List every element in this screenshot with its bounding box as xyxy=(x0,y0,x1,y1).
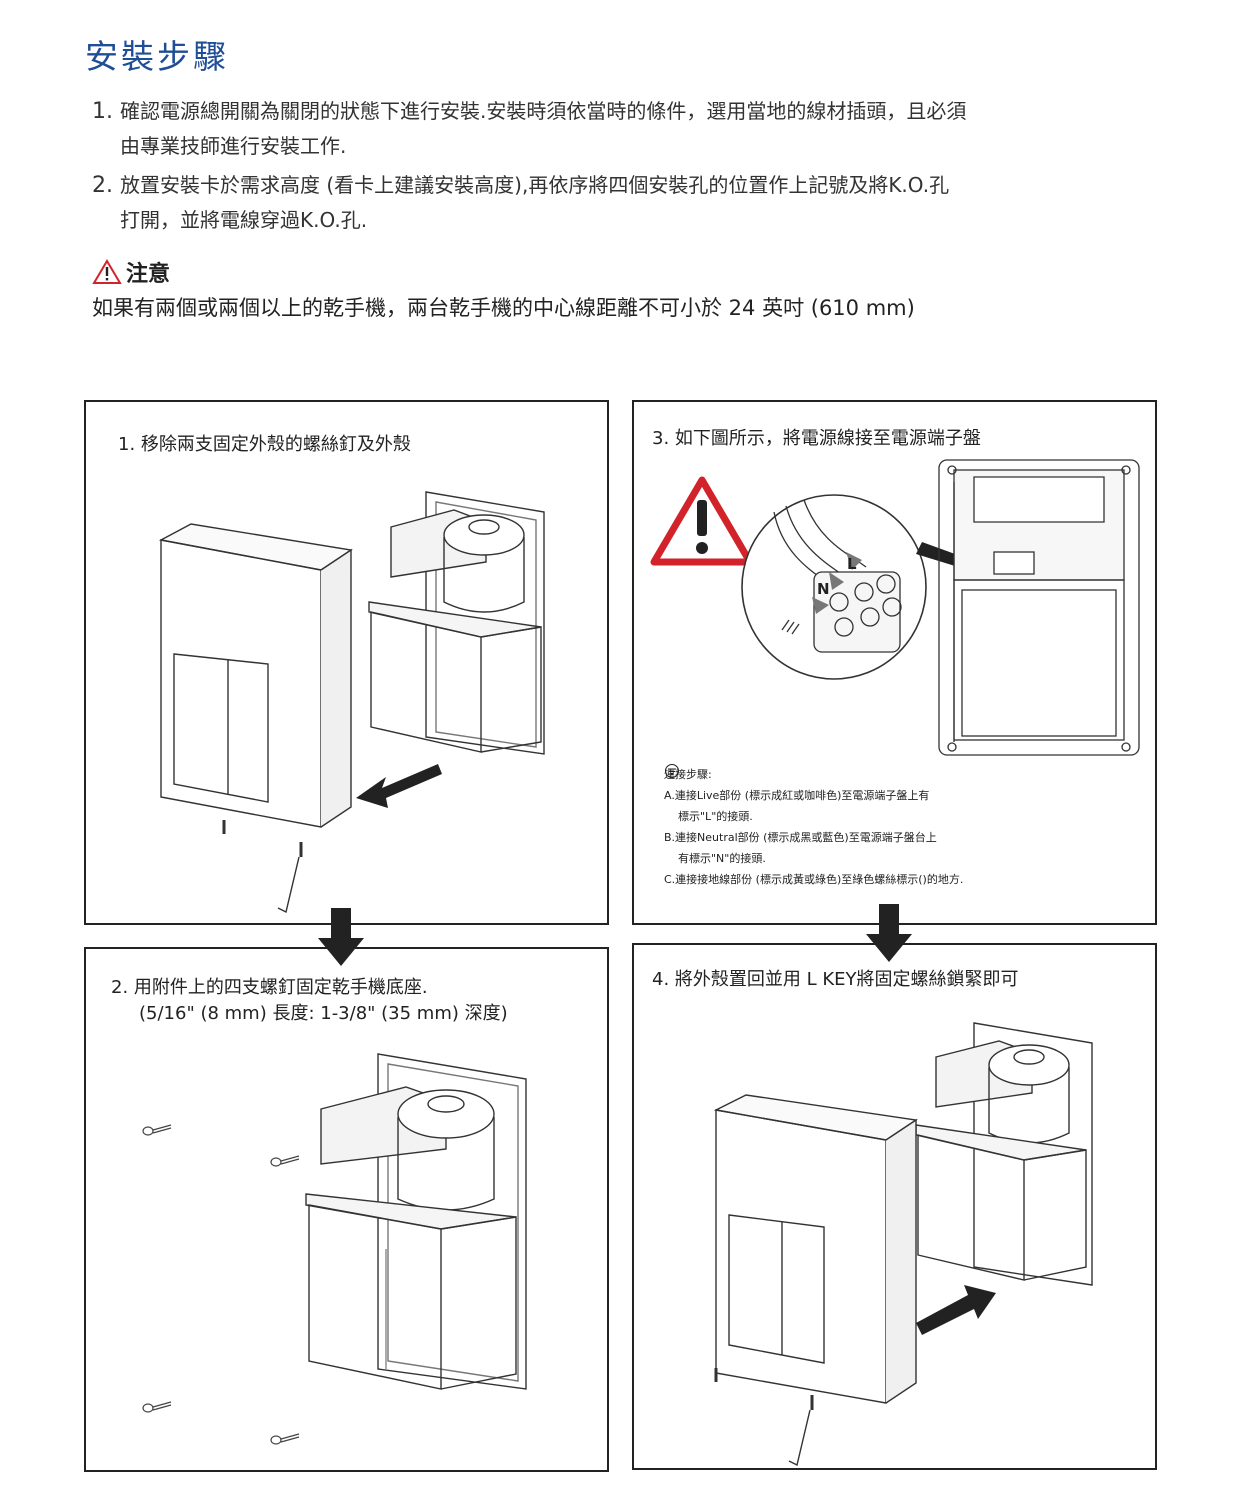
base-mounting-illustration xyxy=(142,1053,527,1445)
instruction-c-prefix: C.連接接地線部份 (標示成黃或綠色)至綠色螺絲標示( xyxy=(664,873,923,886)
wiring-illustration: L N xyxy=(650,459,1140,756)
instruction-b-line-1: B.連接Neutral部份 (標示成黑或藍色)至電源端子盤台上 xyxy=(664,831,937,844)
step-1-number: 1. xyxy=(92,99,113,124)
instruction-a-line-2: 標示"L"的接頭. xyxy=(678,810,753,823)
panel-step-4: 4. 將外殼置回並用 L KEY將固定螺絲鎖緊即可 xyxy=(632,943,1157,1470)
instruction-c-suffix: )的地方. xyxy=(922,873,964,886)
panel-2-title-line-2: (5/16" (8 mm) 長度: 1-3/8" (35 mm) 深度) xyxy=(139,1003,508,1024)
panel-4-title: 4. 將外殼置回並用 L KEY將固定螺絲鎖緊即可 xyxy=(652,969,1019,990)
panel-step-2: 2. 用附件上的四支螺釘固定乾手機底座. (5/16" (8 mm) 長度: 1… xyxy=(84,947,609,1472)
cover-replacement-illustration xyxy=(713,1022,1093,1467)
page-title: 安裝步驟 xyxy=(85,37,229,76)
instruction-a-line-1: A.連接Live部份 (標示成紅或咖啡色)至電源端子盤上有 xyxy=(664,789,930,802)
panel-2-title-line-1: 2. 用附件上的四支螺釘固定乾手機底座. xyxy=(111,977,428,998)
cover-removal-illustration xyxy=(158,491,545,914)
neutral-terminal-label: N xyxy=(817,580,830,598)
step-1-line-1: 確認電源總開關為關閉的狀態下進行安裝.安裝時須依當時的條件，選用當地的線材插頭，… xyxy=(120,99,967,123)
flow-arrow-down-left xyxy=(318,908,364,966)
flow-arrow-down-right xyxy=(866,904,912,962)
step-2-line-1: 放置安裝卡於需求高度 (看卡上建議安裝高度),再依序將四個安裝孔的位置作上記號及… xyxy=(120,173,950,197)
instruction-b-line-2: 有標示"N"的接頭. xyxy=(678,852,766,865)
caution-text: 如果有兩個或兩個以上的乾手機，兩台乾手機的中心線距離不可小於 24 英吋 (61… xyxy=(92,296,915,320)
panel-step-1: 1. 移除兩支固定外殼的螺絲釘及外殼 xyxy=(84,400,609,925)
step-1: 1. 確認電源總開關為關閉的狀態下進行安裝.安裝時須依當時的條件，選用當地的線材插… xyxy=(92,94,1122,163)
ground-symbol-icon xyxy=(781,619,800,635)
mounting-screws xyxy=(142,1124,300,1445)
live-terminal-label: L xyxy=(847,555,857,573)
wiring-instructions: 連接步驟: A.連接Live部份 (標示成紅或咖啡色)至電源端子盤上有 標示"L… xyxy=(664,764,963,890)
step-1-line-2: 由專業技師進行安裝工作. xyxy=(120,134,347,158)
warning-triangle-icon xyxy=(92,259,122,284)
instructions-heading: 連接步驟: xyxy=(664,768,712,781)
panel-1-title: 1. 移除兩支固定外殼的螺絲釘及外殼 xyxy=(118,434,411,455)
instruction-c: C.連接接地線部份 (標示成黃或綠色)至綠色螺絲標示()的地方. xyxy=(664,764,964,890)
step-2-number: 2. xyxy=(92,173,113,198)
caution-heading: 注意 xyxy=(92,256,170,288)
high-voltage-warning-icon xyxy=(650,476,754,566)
ground-screw-icon xyxy=(665,764,679,778)
step-2-line-2: 打開，並將電線穿過K.O.孔. xyxy=(120,208,368,232)
panel-step-3: 3. 如下圖所示，將電源線接至電源端子盤 L N xyxy=(632,400,1157,925)
step-2: 2. 放置安裝卡於需求高度 (看卡上建議安裝高度),再依序將四個安裝孔的位置作上記… xyxy=(92,168,1122,237)
caution-title: 注意 xyxy=(126,262,171,287)
panel-3-title: 3. 如下圖所示，將電源線接至電源端子盤 xyxy=(652,428,981,449)
